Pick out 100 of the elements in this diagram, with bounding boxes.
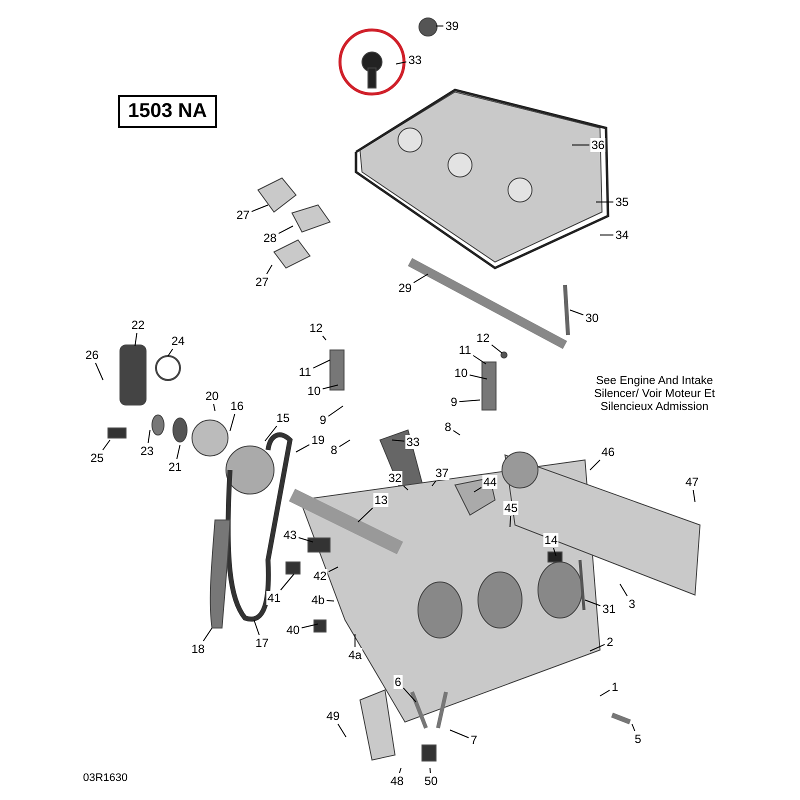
callout-number: 36 [590, 138, 606, 152]
leader-line [298, 537, 314, 542]
callout-number: 43 [282, 528, 298, 542]
callout-number: 19 [310, 433, 326, 447]
callout-number: 8 [330, 443, 338, 457]
leader-line [148, 430, 150, 444]
leader-line [692, 490, 696, 502]
leader-line [510, 516, 512, 528]
leader-line [326, 600, 334, 602]
leader-line [296, 444, 310, 452]
callout-number: 11 [298, 365, 312, 379]
leader-line [584, 600, 601, 606]
callout-number: 34 [614, 228, 630, 242]
leader-line [280, 574, 294, 590]
callout-number: 35 [614, 195, 630, 209]
callout-number: 22 [130, 318, 146, 332]
callout-number: 5 [634, 732, 642, 746]
leader-line [354, 634, 356, 648]
leader-line [491, 344, 502, 354]
callout-number: 41 [266, 591, 282, 605]
leader-line [266, 264, 272, 274]
leader-line [134, 332, 138, 346]
leader-line [328, 566, 338, 572]
callout-number: 27 [254, 275, 270, 289]
callout-number: 28 [262, 231, 278, 245]
callout-number: 11 [458, 343, 472, 357]
leader-line [590, 460, 600, 470]
callout-number: 32 [387, 471, 403, 485]
callout-number: 4a [347, 648, 363, 662]
callout-number: 31 [601, 602, 617, 616]
callout-number: 49 [325, 709, 341, 723]
leader-line [254, 620, 260, 636]
callout-number: 10 [306, 384, 322, 398]
leader-line [452, 430, 460, 436]
callout-number: 12 [308, 321, 324, 335]
callout-number: 14 [543, 533, 559, 547]
leader-line [450, 730, 470, 738]
leader-line [312, 360, 330, 369]
leader-line [358, 508, 374, 522]
callout-number: 21 [167, 460, 183, 474]
callout-number: 33 [407, 53, 423, 67]
callout-number: 33 [405, 435, 421, 449]
leader-line [590, 644, 606, 652]
note-text: See Engine And Intake Silencer/ Voir Moteur Et Silencieux Admission [593, 375, 716, 414]
callout-number: 39 [444, 19, 460, 33]
leader-line [230, 414, 236, 432]
callout-number: 12 [475, 331, 491, 345]
leader-line [430, 768, 431, 774]
leader-line [632, 724, 636, 732]
leader-line [474, 486, 482, 492]
leader-line [403, 486, 408, 490]
leader-line [392, 440, 405, 442]
callout-number: 15 [275, 411, 291, 425]
callout-number: 42 [312, 569, 328, 583]
leader-line [472, 355, 486, 364]
leader-line [301, 624, 318, 628]
callout-number: 50 [423, 774, 439, 788]
callout-number: 47 [684, 475, 700, 489]
leader-line [213, 404, 216, 412]
callout-number: 6 [394, 675, 402, 689]
leader-line [322, 384, 338, 390]
callout-number: 1 [610, 680, 620, 694]
leader-line [251, 204, 268, 212]
callout-number: 9 [318, 413, 328, 427]
model-title-box: 1503 NA [118, 95, 217, 128]
callout-number: 29 [397, 281, 413, 295]
callout-number: 26 [84, 348, 100, 362]
leader-line [600, 234, 614, 236]
callout-number: 16 [229, 399, 245, 413]
leader-line [600, 690, 610, 696]
callout-number: 3 [628, 597, 636, 611]
callout-number: 17 [254, 636, 270, 650]
callout-number: 27 [235, 208, 251, 222]
callout-number: 30 [584, 311, 600, 325]
callout-number: 18 [190, 642, 206, 656]
callout-number: 37 [434, 466, 450, 480]
leader-line [398, 768, 402, 774]
callout-number: 13 [373, 493, 389, 507]
leader-line [168, 348, 174, 356]
callout-number: 25 [89, 451, 105, 465]
leader-line [338, 440, 350, 448]
leader-line [337, 724, 346, 738]
leader-line [278, 226, 294, 234]
callout-number: 48 [389, 774, 405, 788]
leader-line [328, 406, 344, 417]
drawing-number: 03R1630 [83, 772, 128, 784]
callout-number: 44 [482, 475, 498, 489]
leader-line [102, 440, 110, 450]
callout-number: 9 [450, 395, 458, 409]
callout-number: 8 [444, 420, 452, 434]
leader-line [95, 362, 104, 380]
leader-line [202, 628, 212, 642]
leader-line [553, 548, 556, 556]
callout-number: 10 [453, 366, 469, 380]
leader-line [620, 584, 628, 596]
leader-line [396, 61, 407, 64]
leader-line [469, 374, 488, 380]
callout-number: 40 [285, 623, 301, 637]
callout-number: 4b [310, 593, 326, 607]
leader-line [402, 687, 416, 702]
